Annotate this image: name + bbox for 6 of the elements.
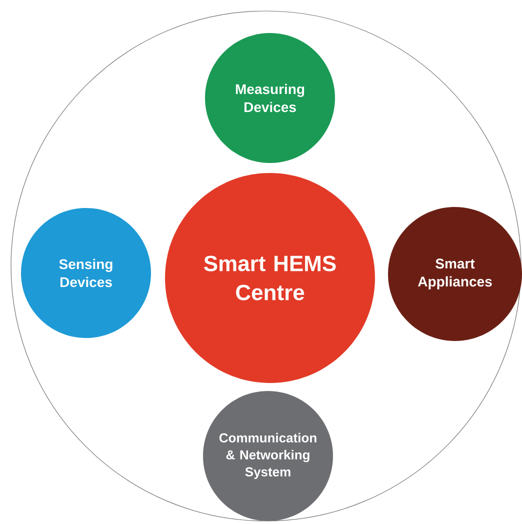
circle-node: Measuring Devices bbox=[205, 33, 335, 163]
outer-circle bbox=[10, 10, 522, 522]
circle-node: Communication & Networking System bbox=[203, 391, 333, 521]
circle-node: Smart HEMS Centre bbox=[165, 173, 375, 383]
circle-node: Smart Appliances bbox=[388, 207, 522, 341]
circle-node: Sensing Devices bbox=[21, 208, 151, 338]
